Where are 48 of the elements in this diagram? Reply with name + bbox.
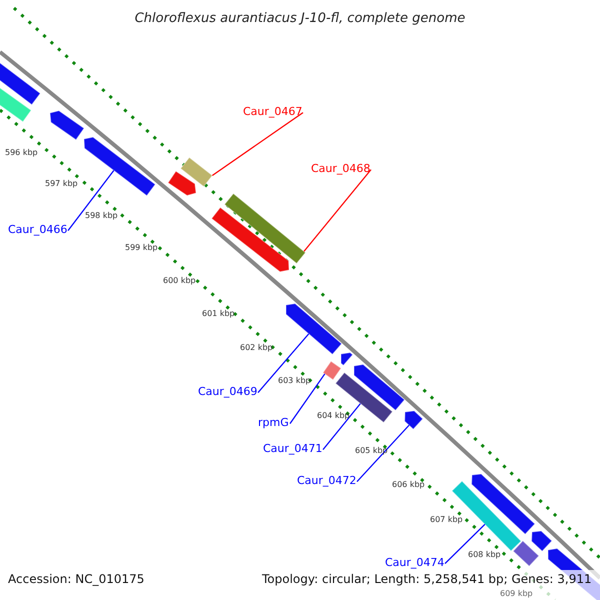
- gene-bar: [224, 192, 306, 264]
- gene-bar: [340, 352, 354, 366]
- scale-label: 609 kbp: [500, 590, 533, 598]
- scale-label: 596 kbp: [5, 149, 38, 157]
- scale-label: 601 kbp: [202, 310, 235, 318]
- gene-label: Caur_0468: [311, 163, 370, 174]
- gene-bar: [334, 372, 394, 424]
- title: Chloroflexus aurantiacus J-10-fl, complete genome: [134, 12, 466, 25]
- gene-label: Caur_0469: [198, 386, 258, 397]
- scale-label: 600 kbp: [163, 277, 196, 285]
- scale-label: 604 kbp: [317, 412, 350, 420]
- scale-label: 603 kbp: [278, 377, 311, 385]
- footer-text: Topology: circular; Length: 5,258,541 bp; Genes: 3,911: [262, 573, 592, 585]
- leader-line: [68, 170, 114, 231]
- leader-line: [212, 112, 304, 176]
- gene-bar: [0, 62, 41, 106]
- scale-label: 606 kbp: [392, 481, 425, 489]
- scale-label: 602 kbp: [240, 344, 273, 352]
- gene-bar: [354, 364, 406, 411]
- scale-label: 599 kbp: [125, 244, 158, 252]
- scale-label: 608 kbp: [468, 551, 501, 559]
- leader-line: [322, 403, 361, 450]
- gene-label: Caur_0467: [243, 106, 302, 117]
- gene-label: Caur_0466: [8, 224, 68, 235]
- leader-line: [258, 333, 310, 393]
- leader-line: [356, 424, 410, 482]
- gene-bar: [0, 86, 32, 122]
- gene-bar: [286, 303, 342, 355]
- gene-bar: [211, 206, 290, 272]
- leader-line: [290, 374, 326, 424]
- scale-label: 598 kbp: [85, 212, 118, 220]
- gene-label: Caur_0471: [263, 443, 322, 454]
- gene-label: Caur_0472: [297, 475, 356, 486]
- gene-label: rpmG: [258, 417, 289, 428]
- gene-bar: [531, 530, 552, 552]
- gene-bar: [49, 110, 85, 140]
- gene-bar: [404, 410, 424, 430]
- scale-label: 607 kbp: [430, 516, 463, 524]
- leader-line: [304, 169, 372, 252]
- footer-text: Accession: NC_010175: [8, 573, 144, 585]
- gene-label: Caur_0474: [385, 557, 444, 568]
- gene-bar: [83, 136, 156, 196]
- gene-bar: [512, 540, 540, 567]
- gene-bar: [322, 360, 342, 380]
- gene-bar: [471, 473, 536, 535]
- leader-line: [444, 524, 486, 564]
- gene-bar: [180, 156, 213, 188]
- gene-bar: [167, 170, 197, 196]
